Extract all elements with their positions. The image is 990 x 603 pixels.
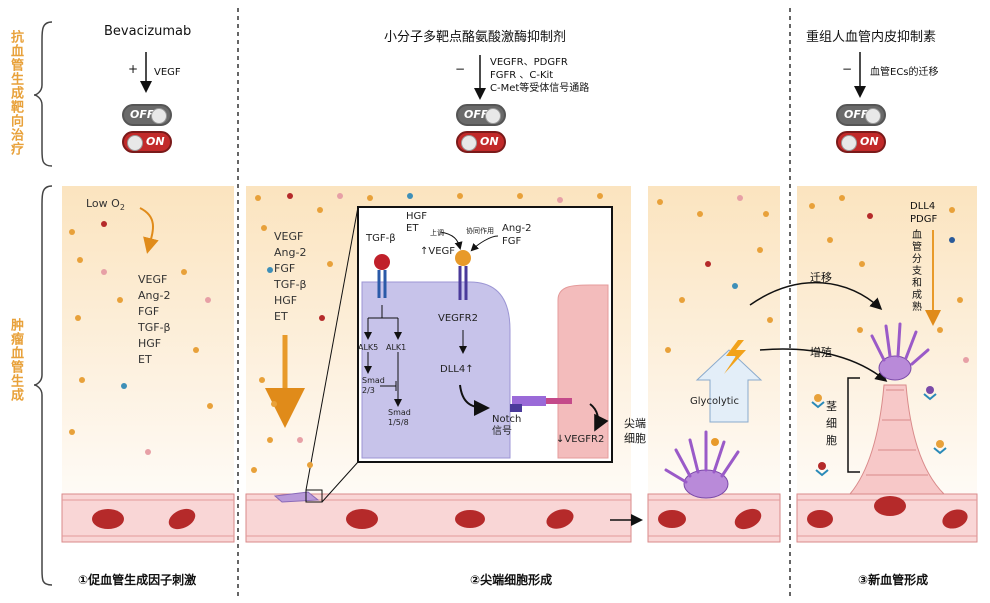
factor-et: ET xyxy=(138,353,152,366)
inset-et: ET xyxy=(406,223,419,234)
inset-hgf: HGF xyxy=(406,211,428,222)
drug1-target: VEGF xyxy=(154,67,181,78)
drug2-target-line-2: FGFR 、C-Kit xyxy=(490,70,554,81)
inset-synergy: 协同作用 xyxy=(466,227,494,235)
inset-vegfr2: VEGFR2 xyxy=(438,313,478,324)
vessel-3 xyxy=(647,493,781,543)
drug-bevacizumab: Bevacizumab xyxy=(104,24,192,39)
inset-dll4: DLL4↑ xyxy=(440,364,474,375)
drug3-sign: − xyxy=(842,62,853,76)
drug2-target-line-3: C-Met等受体信号通路 xyxy=(490,83,590,94)
factor-hgf: HGF xyxy=(138,337,162,350)
new-vessel-sprout xyxy=(847,322,946,495)
glycolytic-label: Glycolytic xyxy=(690,396,739,407)
factor-tgfb: TGF-β xyxy=(138,321,171,334)
factor-vegf: VEGF xyxy=(138,273,168,286)
stalk-cell-label: 茎细胞 xyxy=(826,400,837,447)
toggle-off-3: OFF xyxy=(836,104,886,126)
bracket-angiogenesis xyxy=(33,185,53,586)
caption-2: ②尖端细胞形成 xyxy=(470,573,553,587)
low-o2-label: Low O2 xyxy=(86,197,125,213)
bracket-therapy xyxy=(33,21,53,167)
drug1-sign: + xyxy=(128,62,139,76)
growth-factor-dots xyxy=(69,193,969,477)
inset-ang2: Ang-2 xyxy=(502,223,532,234)
toggle-on-3: ON xyxy=(836,131,886,153)
drug3-target: 血管ECs的迁移 xyxy=(870,67,939,78)
lightning-icon xyxy=(724,340,746,374)
angiogenesis-label: 肿瘤血管生成 xyxy=(8,318,23,402)
panel2-factors: VEGF Ang-2 FGF TGF-β HGF ET xyxy=(274,230,307,323)
panel1-factors: VEGF Ang-2 FGF TGF-β HGF ET xyxy=(138,272,171,368)
drug-endostatin: 重组人血管内皮抑制素 xyxy=(806,30,937,45)
toggle-off-1: OFF xyxy=(122,104,172,126)
toggle-on-2: ON xyxy=(456,131,506,153)
inset-tgfb: TGF-β xyxy=(366,233,396,244)
drug-small-molecule-tki: 小分子多靶点酪氨酸激酶抑制剂 xyxy=(384,30,567,45)
factor-ang2: Ang-2 xyxy=(138,289,171,302)
inset-fgf: FGF xyxy=(502,236,522,247)
vessel-2 xyxy=(245,489,632,543)
toggle-off-2: OFF xyxy=(456,104,506,126)
inset-alk5: ALK5 xyxy=(358,343,379,352)
inset-up-vegf: ↑VEGF xyxy=(420,246,456,257)
migration-label: 迁移 xyxy=(810,271,832,284)
vessel-4 xyxy=(796,493,978,543)
panel3-vertical-text: 血管分支和成熟 xyxy=(912,230,922,313)
tip-cell-label: 尖端细胞 xyxy=(624,417,646,445)
vessel-1 xyxy=(61,493,235,543)
factor-fgf: FGF xyxy=(138,305,160,318)
therapy-label: 抗血管生成靶向治疗 xyxy=(8,30,23,156)
caption-3: ③新血管形成 xyxy=(858,573,929,587)
toggle-on-1: ON xyxy=(122,131,172,153)
inset-alk1: ALK1 xyxy=(386,343,407,352)
drug2-sign: − xyxy=(455,62,466,76)
tip-cell xyxy=(664,430,740,499)
drug2-target-line-1: VEGFR、PDGFR xyxy=(490,57,568,68)
caption-1: ①促血管生成因子刺激 xyxy=(78,573,197,587)
proliferation-label: 增殖 xyxy=(810,346,832,359)
inset-box xyxy=(357,206,613,463)
inset-upregulate: 上调 xyxy=(430,229,444,237)
inset-down-vegfr2: ↓VEGFR2 xyxy=(556,434,605,445)
